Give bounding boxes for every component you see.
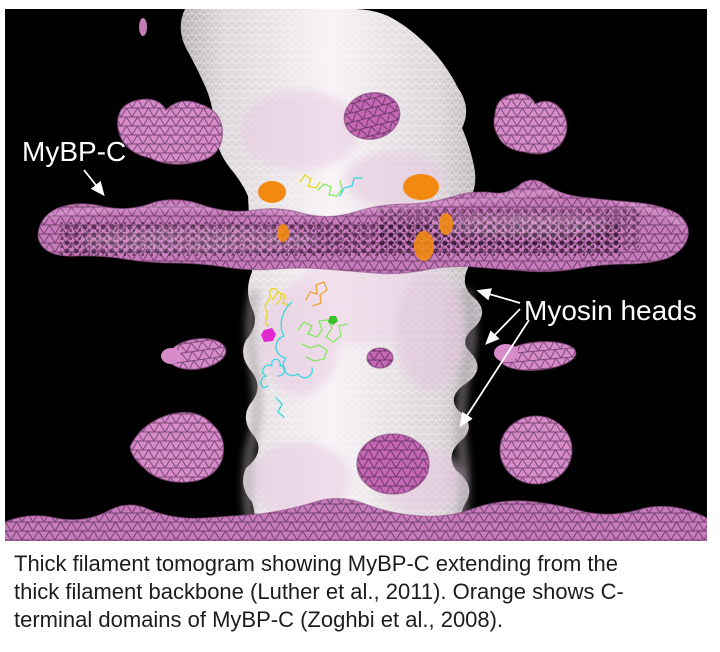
annotation-myosin-heads: Myosin heads xyxy=(459,288,697,428)
atomic-model-green-dot xyxy=(328,316,338,325)
atomic-models-cluster xyxy=(260,281,348,418)
myosin-heads-label: Myosin heads xyxy=(524,295,697,326)
bottom-filament-slab xyxy=(5,497,707,541)
mybpc-arrow xyxy=(83,169,105,197)
caption-line: thick filament backbone (Luther et al., … xyxy=(14,579,624,604)
figure-caption: Thick filament tomogram showing MyBP-C e… xyxy=(14,550,714,634)
c-terminal-domain-orange-lower xyxy=(277,213,453,261)
myosin-arrow-3 xyxy=(459,319,530,428)
thick-filament-backbone xyxy=(180,9,482,541)
myosin-head-density-mid-center xyxy=(366,347,394,369)
c-terminal-domain-orange xyxy=(258,174,439,203)
backbone-shading xyxy=(242,288,477,531)
tomogram-svg: MyBP-C Myosin heads xyxy=(5,9,707,541)
myosin-head-density-top-center xyxy=(343,92,401,140)
myosin-head-density-top-right xyxy=(493,93,568,155)
caption-line: Thick filament tomogram showing MyBP-C e… xyxy=(14,551,619,576)
myosin-head-density-mid-left xyxy=(161,337,227,371)
myosin-head-density-low-right xyxy=(499,415,573,485)
myosin-head-density-low-left xyxy=(129,411,225,483)
tomogram-figure: MyBP-C Myosin heads xyxy=(5,9,707,541)
atomic-model-magenta xyxy=(261,328,276,342)
myosin-head-density-top-left xyxy=(117,98,223,165)
caption-line: terminal domains of MyBP-C (Zoghbi et al… xyxy=(14,607,504,632)
annotation-mybpc: MyBP-C xyxy=(22,136,126,197)
mybpc-label: MyBP-C xyxy=(22,136,126,167)
small-density-speck xyxy=(139,18,147,36)
myosin-arrow-1 xyxy=(476,288,521,304)
atomic-models-upper xyxy=(299,174,363,197)
myosin-head-density-mid-right xyxy=(494,341,577,371)
mybpc-slab xyxy=(37,179,689,275)
myosin-head-density-low-center xyxy=(356,433,430,495)
myosin-arrow-2 xyxy=(485,308,521,345)
